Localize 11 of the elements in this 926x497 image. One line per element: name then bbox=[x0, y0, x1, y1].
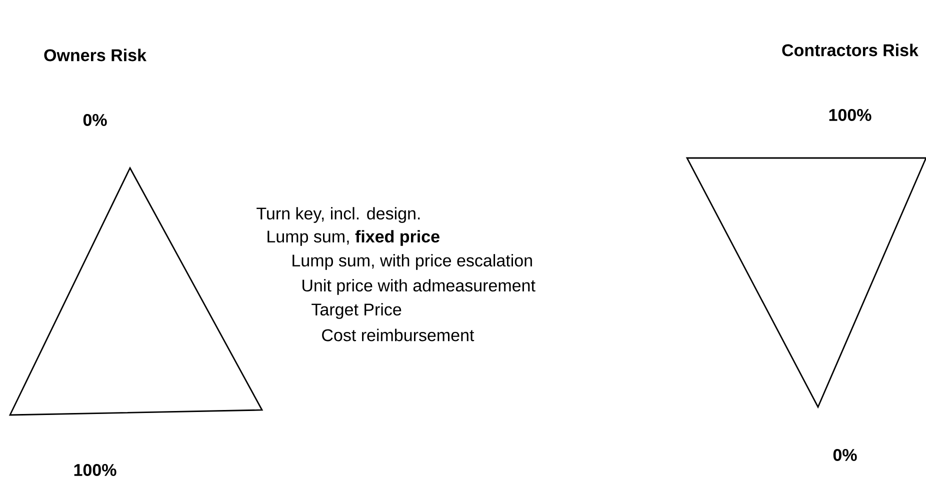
column-heading: Contractors Risk bbox=[782, 44, 918, 56]
contract-type: Turn key, incl. design. bbox=[256, 207, 420, 223]
percentage-label: 0% bbox=[833, 448, 857, 462]
column-heading: Owners Risk bbox=[44, 48, 146, 62]
percentage-label: 0% bbox=[83, 114, 107, 126]
contract-type: Unit price with admeasurement bbox=[302, 279, 536, 295]
percentage-label: 100% bbox=[74, 464, 116, 476]
contract-type: Cost reimbursement bbox=[322, 328, 474, 342]
contract-type: Lump sum, with price escalation bbox=[292, 254, 532, 270]
contract-type: Target Price bbox=[312, 303, 402, 319]
percentage-label: 100% bbox=[829, 108, 872, 122]
